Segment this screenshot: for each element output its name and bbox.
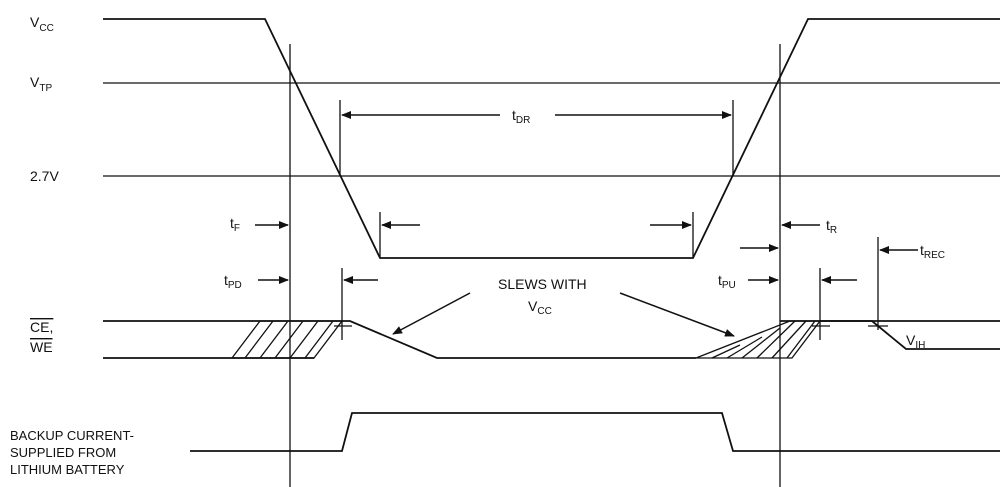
vtp-label: VTP [30,74,52,94]
slews-arrow-left [392,292,471,335]
ce-hatched-region-left [230,320,344,359]
tf-label: tF [230,215,240,234]
slews-label-line2: VCC [528,298,552,317]
v27-label: 2.7V [30,168,59,184]
vcc-label: VCC [30,14,54,34]
ce-hatch-lines-left [244,320,334,359]
backup-current-waveform [190,412,1000,452]
tdr-label: tDR [512,107,530,126]
backup-label-line1: BACKUP CURRENT- [10,428,134,443]
vcc-waveform [103,18,1000,259]
slews-label-line1: SLEWS WITH [498,276,587,292]
ce-hatch-lines-right [711,320,816,359]
tpu-label: tPU [718,272,736,291]
vih-label: VIH [906,332,925,351]
ce-slew-down [260,320,696,359]
backup-label-line2: SUPPLIED FROM [10,445,116,460]
slews-arrow-right [619,292,735,337]
we-label: WE [30,339,53,355]
trec-label: tREC [920,242,945,261]
backup-label-line3: LITHIUM BATTERY [10,462,125,477]
ce-label: CE, [30,319,53,335]
tpd-label: tPD [224,272,242,291]
tr-label: tR [826,217,837,236]
